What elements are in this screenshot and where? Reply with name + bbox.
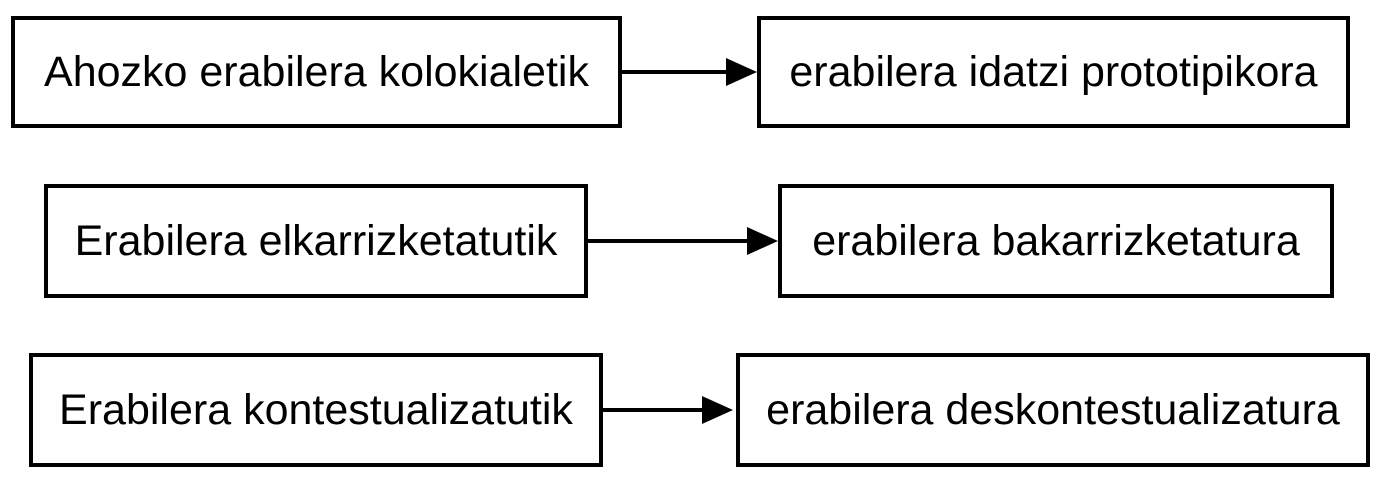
source-label-row3: Erabilera kontestualizatutik: [59, 385, 573, 434]
arrowhead-icon: [702, 396, 733, 424]
arrowhead-icon: [726, 58, 757, 86]
arrow-shaft-row3: [603, 408, 707, 412]
arrow-row1: [622, 58, 757, 86]
target-label-row2: erabilera bakarrizketatura: [812, 216, 1300, 265]
arrow-row3: [603, 396, 733, 424]
source-box-row3: Erabilera kontestualizatutik: [29, 353, 603, 467]
source-box-row2: Erabilera elkarrizketatutik: [44, 184, 588, 298]
target-label-row3: erabilera deskontestualizatura: [766, 385, 1340, 434]
source-box-row1: Ahozko erabilera kolokialetik: [11, 16, 622, 128]
source-label-row2: Erabilera elkarrizketatutik: [74, 216, 558, 265]
target-box-row1: erabilera idatzi prototipikora: [757, 16, 1350, 128]
arrow-shaft-row2: [588, 239, 752, 243]
arrow-shaft-row1: [622, 70, 731, 74]
arrow-row2: [588, 227, 778, 255]
source-label-row1: Ahozko erabilera kolokialetik: [44, 47, 589, 96]
target-box-row2: erabilera bakarrizketatura: [778, 184, 1334, 298]
arrowhead-icon: [747, 227, 778, 255]
target-label-row1: erabilera idatzi prototipikora: [789, 47, 1318, 96]
target-box-row3: erabilera deskontestualizatura: [736, 353, 1370, 467]
